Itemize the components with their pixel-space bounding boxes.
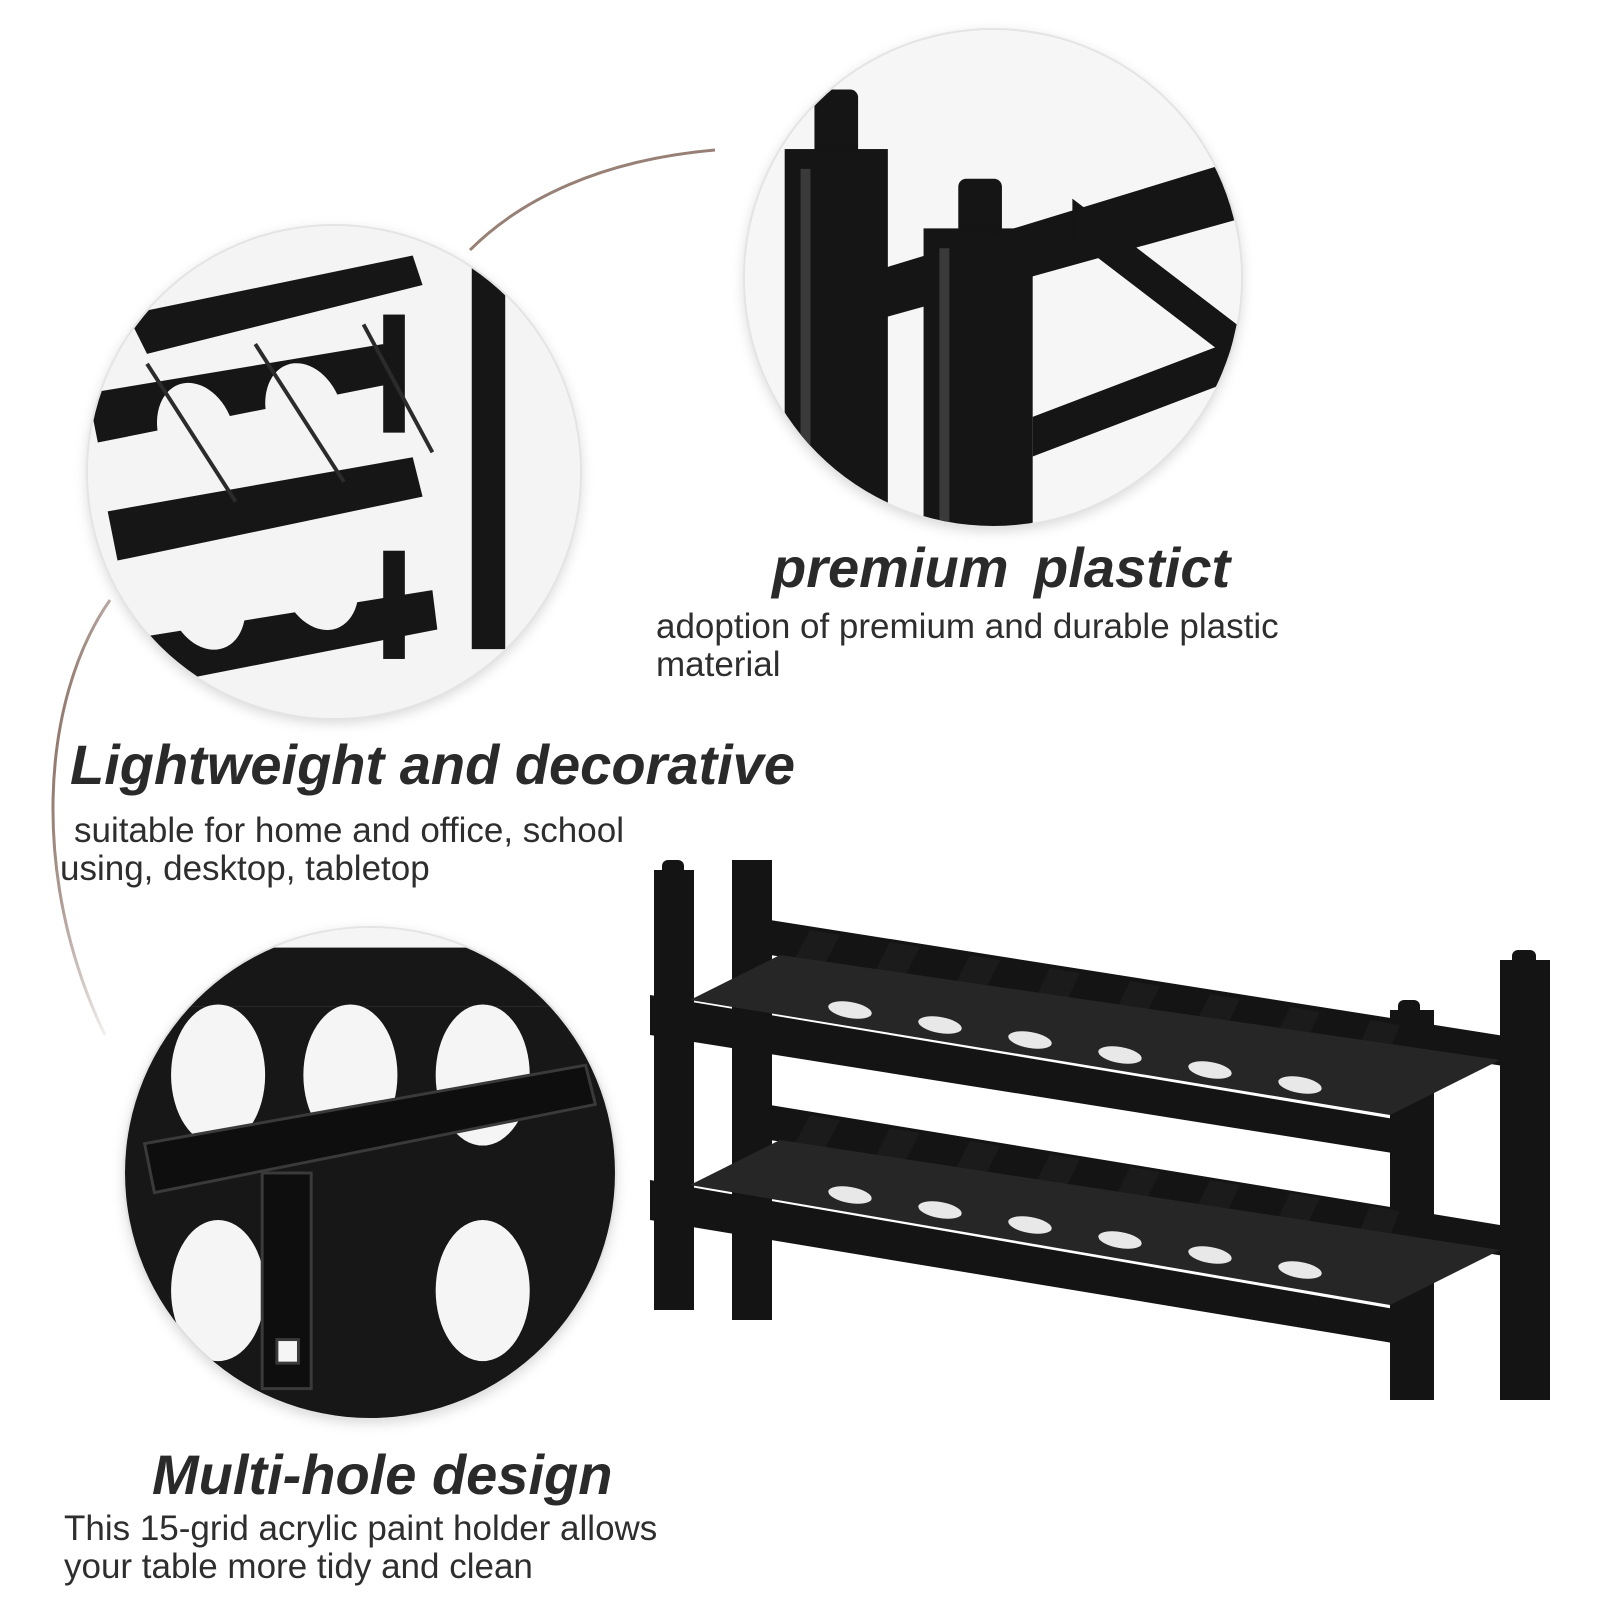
two-tier-paint-rack-icon (650, 860, 1550, 1400)
premium-plastic-description: adoption of premium and durable plastic … (656, 608, 1279, 684)
lightweight-description-line-2: using, desktop, tabletop (60, 849, 430, 888)
multi-hole-description-line-1: This 15-grid acrylic paint holder allows (64, 1509, 658, 1548)
product-image (650, 860, 1570, 1410)
multi-hole-description-line-2: your table more tidy and clean (64, 1547, 533, 1586)
multi-hole-description: This 15-grid acrylic paint holder allows… (64, 1510, 657, 1586)
holes-closeup (125, 928, 615, 1418)
connector-posts-closeup-icon (745, 30, 1241, 526)
holes-closeup-icon (125, 928, 615, 1418)
rack-shelves-closeup (88, 226, 580, 718)
multi-hole-title: Multi-hole design (152, 1443, 613, 1506)
premium-plastic-title: premium plastict (772, 536, 1231, 599)
lightweight-description-line-1: suitable for home and office, school (74, 811, 624, 850)
lightweight-title: Lightweight and decorative (70, 733, 795, 796)
lightweight-description: suitable for home and office, school usi… (60, 812, 624, 888)
connector-posts-closeup (745, 30, 1241, 526)
premium-plastic-description-line-1: adoption of premium and durable plastic (656, 607, 1279, 646)
rack-shelves-closeup-icon (88, 226, 580, 718)
premium-plastic-description-line-2: material (656, 645, 781, 684)
